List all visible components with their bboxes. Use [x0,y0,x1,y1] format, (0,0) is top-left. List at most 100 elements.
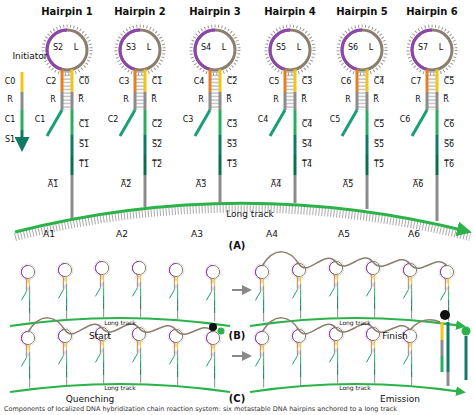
dna-hairpin [191,26,239,200]
domain-label: S6 [348,44,358,52]
dna-hairpin [328,260,344,317]
domain-label: R [123,96,129,104]
initiator-strand [21,110,24,130]
fluorophore-dot [218,328,225,335]
hairpin-name: Hairpin 1 [41,7,93,17]
dna-hairpin [168,328,184,385]
domain-label: C̅2̅ [152,121,163,129]
domain-label: C4 [194,78,205,86]
domain-label: C̅5̅ [444,78,455,86]
reporter-strand [447,372,450,386]
domain-label: L [297,44,301,52]
domain-label: L [222,44,226,52]
domain-label: A̅3̅ [196,181,207,189]
dna-hairpin [328,326,344,383]
dna-hairpin [168,262,184,319]
reporter-strand [447,322,450,372]
domain-label: C6 [400,116,411,124]
domain-label: C6 [341,78,352,86]
panel-label: (C) [229,394,245,404]
hairpin-name: Hairpin 5 [336,7,388,17]
domain-label: C̅5̅ [374,121,385,129]
anchor-strand [72,200,437,221]
domain-label: C0 [5,78,16,86]
domain-label: A̅6̅ [413,181,424,189]
domain-label: T̅3̅ [227,161,237,169]
dna-hairpin [365,260,381,317]
anchor-label: A5 [338,230,350,239]
dna-hairpin [408,26,456,200]
state-label: Start [89,332,111,341]
hybridized-chain [410,320,440,330]
figure-caption: Components of localized DNA hybridizatio… [4,406,397,413]
transition-arrow [232,355,248,357]
domain-label: S̅2̅ [152,141,162,149]
dna-hairpin [254,264,270,321]
domain-label: C3 [119,78,130,86]
dna-hairpin [338,26,386,200]
track-label: Long track [339,385,371,391]
initiator-strand [21,92,24,110]
domain-label: S1 [5,136,15,144]
domain-label: T̅2̅ [152,161,162,169]
domain-label: C5 [269,78,280,86]
domain-label: R [415,96,421,104]
dna-hairpin [205,264,221,321]
domain-label: C3 [183,116,194,124]
domain-label: A̅2̅ [121,181,132,189]
domain-label: S3 [126,44,136,52]
domain-label: S̅1̅ [79,141,89,149]
reporter-strand [441,356,444,372]
domain-label: C̅4̅ [374,78,385,86]
hybridized-chain [262,252,447,268]
domain-label: T̅6̅ [444,161,454,169]
domain-label: L [147,44,151,52]
track-label: Long track [104,385,136,391]
long-track [250,384,462,392]
domain-label: S̅3̅ [227,141,237,149]
domain-label: S7 [418,44,428,52]
hairpin-name: Hairpin 2 [114,7,166,17]
quencher-dot [209,323,217,331]
domain-label: C̅3̅ [227,121,238,129]
domain-label: R [198,96,204,104]
initiator-strand [21,72,24,92]
domain-label: S̅4̅ [302,141,312,149]
dna-hairpin [402,262,418,319]
domain-label: A̅5̅ [343,181,354,189]
domain-label: S5 [276,44,286,52]
anchor-label: A1 [43,230,55,239]
domain-label: C̅6̅ [444,121,455,129]
initiator-strand [21,130,24,146]
domain-label: C1 [35,116,46,124]
domain-label: T̅1̅ [79,161,89,169]
domain-label: C̅1̅ [79,121,90,129]
domain-label: T̅5̅ [374,161,384,169]
track-label: Long track [226,210,274,219]
domain-label: A̅4̅ [271,181,282,189]
track-hatching [15,209,470,238]
dna-hairpin [20,264,36,321]
domain-label: R̅ [373,96,379,104]
domain-label: R [7,96,13,104]
domain-label: C7 [411,78,422,86]
domain-label: R̅ [443,96,449,104]
anchor-label: A3 [191,230,203,239]
dna-hairpin [43,26,91,200]
state-label: Finish [382,332,408,341]
domain-label: T̅4̅ [302,161,312,169]
domain-label: S̅6̅ [444,141,454,149]
domain-label: C2 [108,116,119,124]
dna-hairpin [57,262,73,319]
state-label: Quenching [66,395,115,404]
domain-label: C4 [258,116,269,124]
dna-hairpin [116,26,164,200]
dna-hairpin [365,326,381,383]
anchor-label: A6 [408,230,420,239]
domain-label: R̅ [226,96,232,104]
dna-hairpin [291,262,307,319]
domain-label: C̅0̅ [79,78,90,86]
domain-label: C̅1̅ [152,78,163,86]
track-label: Long track [339,320,371,326]
